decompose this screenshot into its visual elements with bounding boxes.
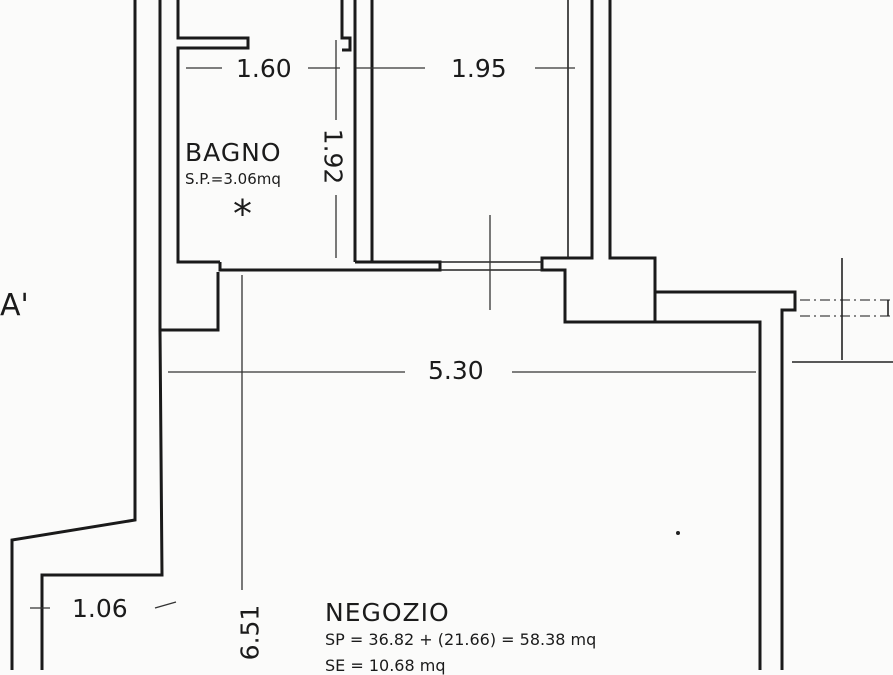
edge-label: A': [0, 288, 29, 323]
shop-walls-right: [655, 258, 893, 670]
dimension-lines: [30, 40, 756, 609]
dim-corridor-width: 1.95: [451, 54, 507, 83]
room-area-negozio-se: SE = 10.68 mq: [325, 656, 446, 675]
dim-bagno-width: 1.60: [236, 54, 292, 83]
room-name-negozio: NEGOZIO: [325, 598, 450, 627]
outer-wall-left: [10, 0, 220, 670]
room-name-bagno: BAGNO: [185, 138, 282, 167]
dim-shop-depth: 6.51: [235, 604, 265, 661]
dot-mark: [676, 531, 680, 535]
dim-shop-width: 5.30: [428, 356, 484, 385]
dim-bagno-height: 1.92: [318, 128, 348, 185]
room-area-bagno: S.P.=3.06mq: [185, 170, 281, 188]
dim-step-width: 1.06: [72, 594, 128, 623]
bagno-walls: [176, 0, 442, 272]
corridor-walls: [440, 0, 657, 324]
bagno-asterisk-mark: *: [233, 192, 252, 236]
room-area-negozio-sp: SP = 36.82 + (21.66) = 58.38 mq: [325, 630, 597, 649]
